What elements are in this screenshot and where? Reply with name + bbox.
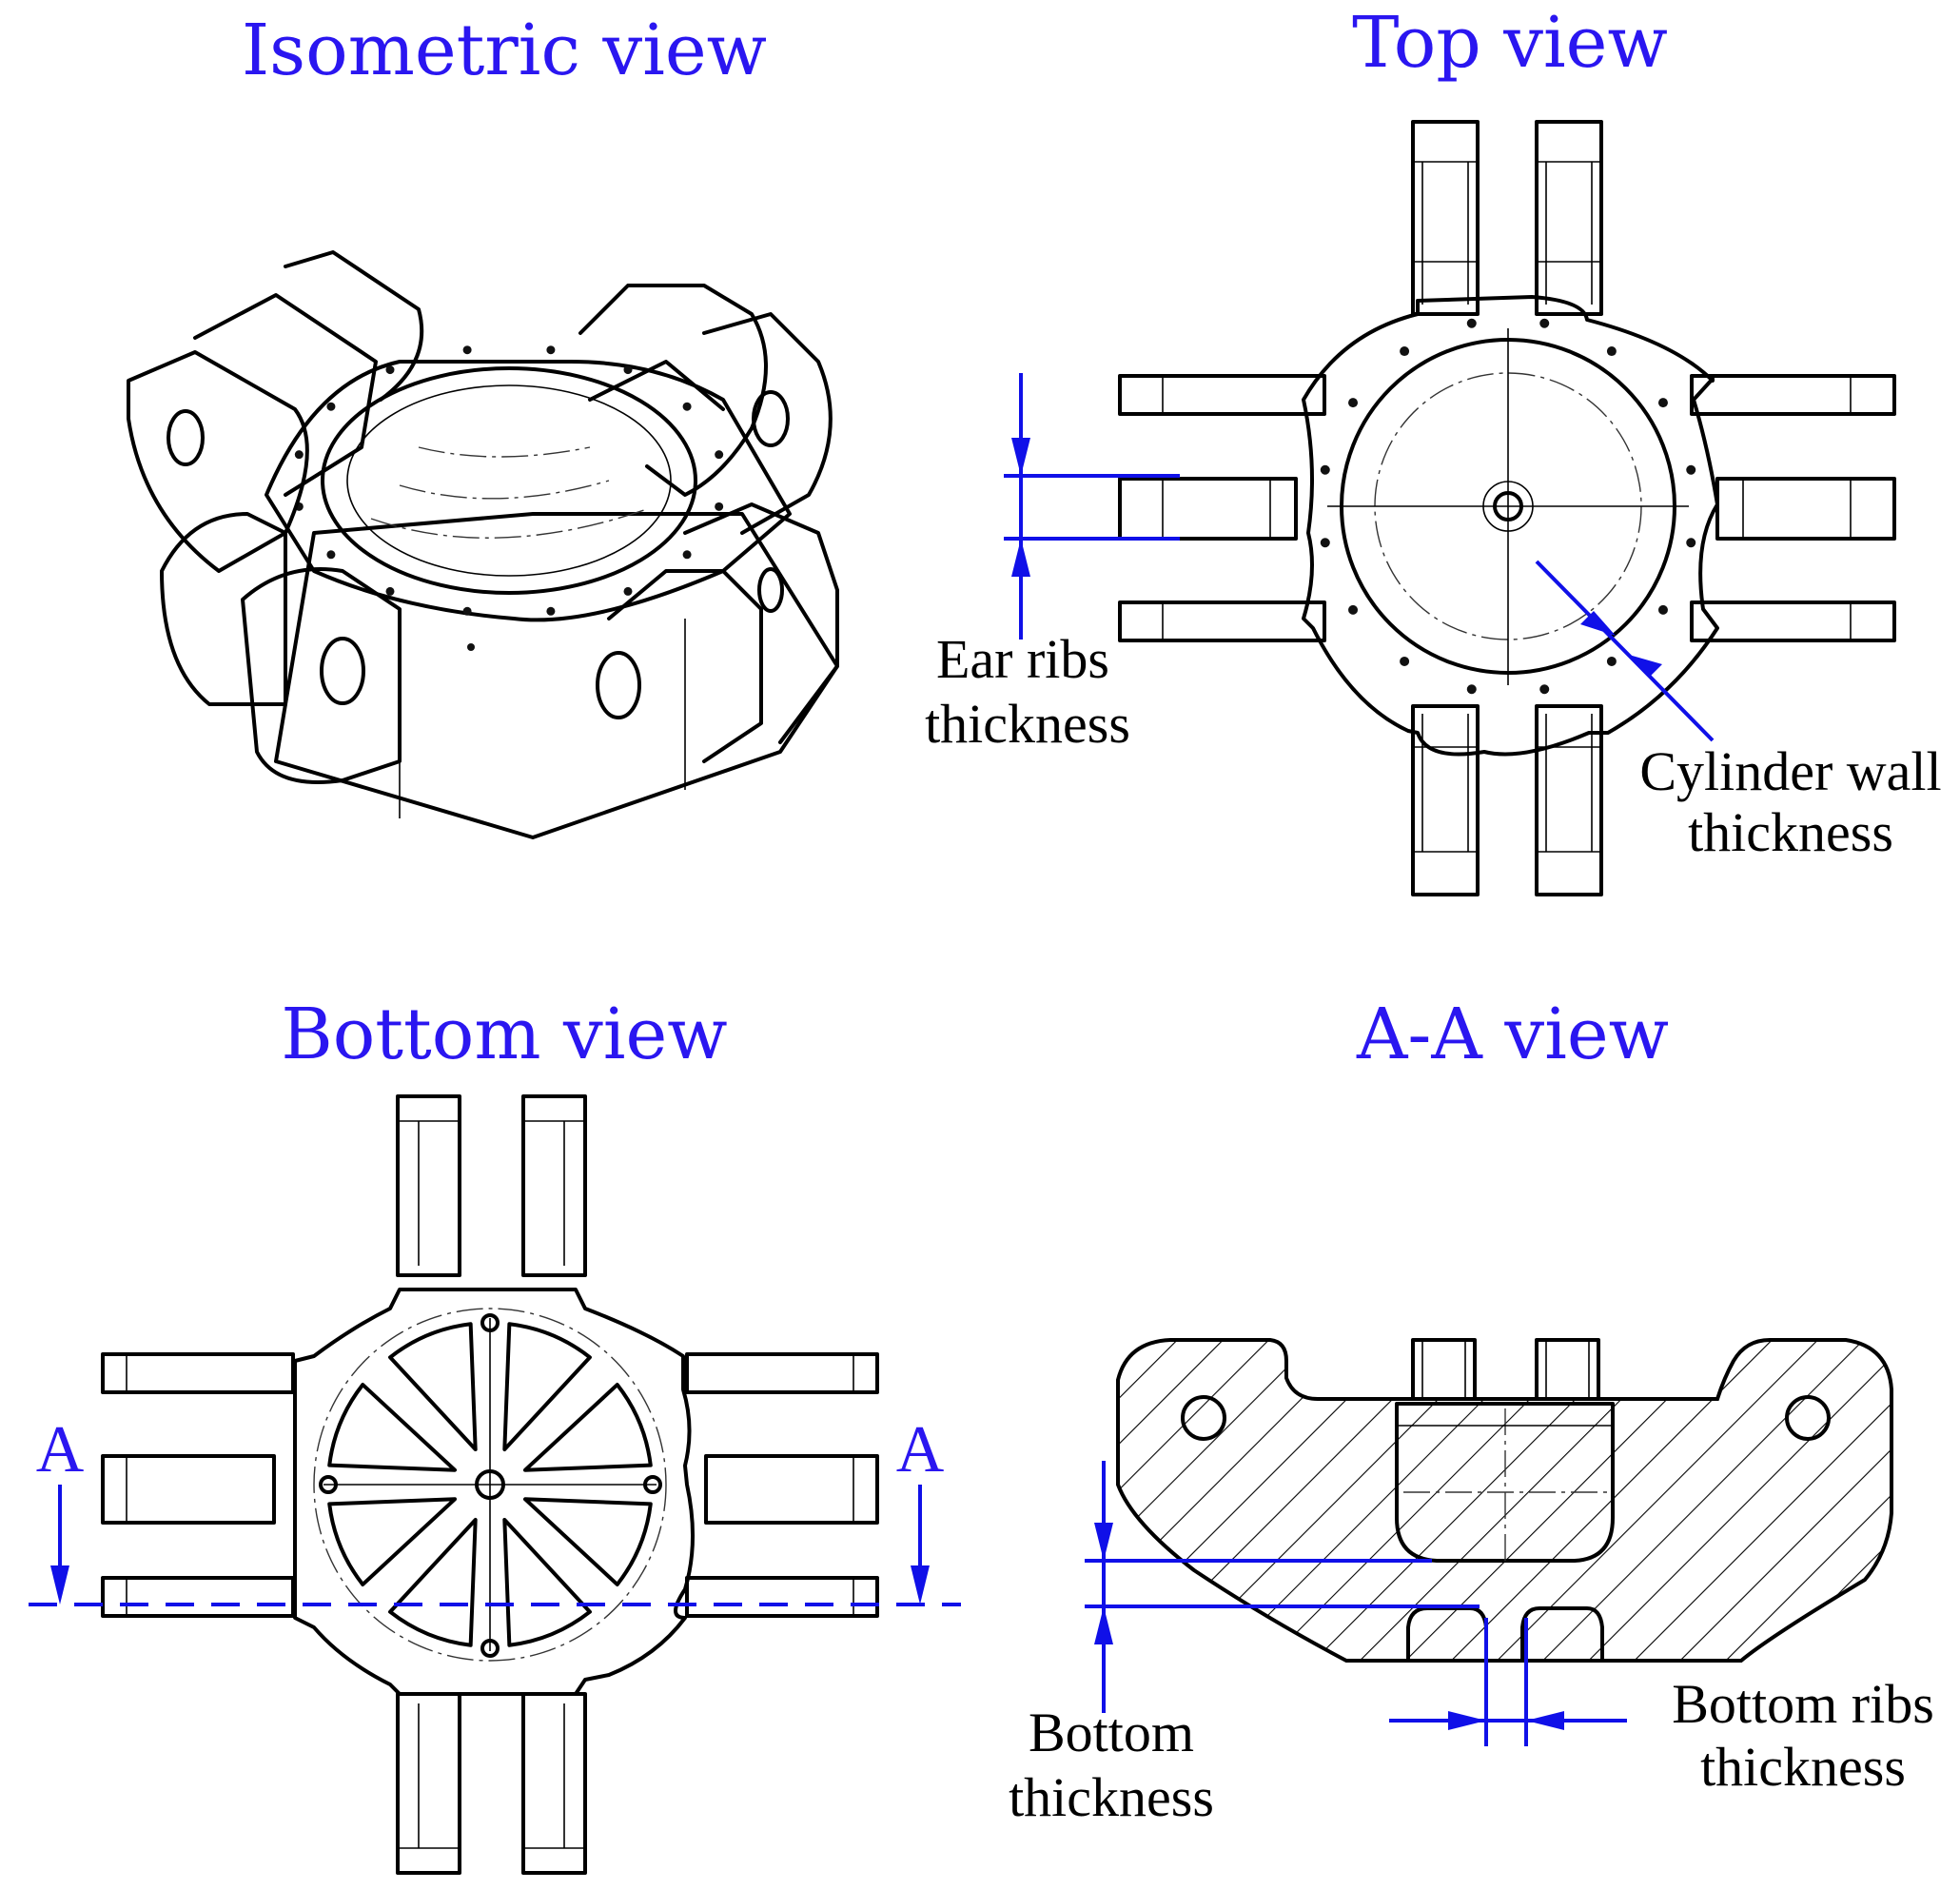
bolt-hole bbox=[1466, 318, 1477, 328]
bolt-hole bbox=[1539, 684, 1550, 695]
bottom-view-title: Bottom view bbox=[281, 994, 727, 1075]
flange-hole bbox=[682, 550, 692, 560]
bottom-pocket bbox=[522, 1497, 653, 1586]
bolt-hole bbox=[1539, 318, 1550, 328]
cylinder-wall-label-line2: thickness bbox=[1688, 801, 1893, 863]
ear-ribs-label-line2: thickness bbox=[925, 693, 1130, 755]
bottom-pocket bbox=[502, 1322, 592, 1452]
bottom-pocket bbox=[327, 1497, 458, 1586]
bolt-hole bbox=[1320, 464, 1330, 475]
bottom-pocket bbox=[502, 1517, 592, 1647]
top-view-title: Top view bbox=[1352, 2, 1668, 84]
isometric-view-title: Isometric view bbox=[242, 10, 767, 91]
flange-hole bbox=[682, 402, 692, 411]
flange-hole bbox=[385, 586, 395, 596]
flange-hole bbox=[462, 606, 472, 616]
bolt-hole bbox=[1466, 684, 1477, 695]
bottom-pocket bbox=[327, 1383, 458, 1472]
flange-hole bbox=[715, 502, 724, 511]
cylinder-wall-label-line1: Cylinder wall bbox=[1639, 740, 1941, 802]
bottom-pocket bbox=[388, 1322, 478, 1452]
bolt-hole bbox=[1686, 464, 1696, 475]
flange-hole bbox=[623, 365, 633, 375]
section-marker-left: A bbox=[36, 1413, 85, 1486]
bolt-hole bbox=[1657, 604, 1668, 615]
section-marker-right: A bbox=[896, 1413, 945, 1486]
bottom-ribs-label-line1: Bottom ribs bbox=[1672, 1673, 1934, 1735]
flange-hole bbox=[462, 345, 472, 355]
bolt-hole bbox=[1348, 604, 1359, 615]
bottom-pocket bbox=[388, 1517, 478, 1647]
bottom-pocket bbox=[522, 1383, 653, 1472]
flange-hole bbox=[546, 345, 556, 355]
section-view-title: A-A view bbox=[1356, 994, 1669, 1075]
bolt-hole bbox=[1320, 538, 1330, 548]
bolt-hole bbox=[1400, 656, 1410, 666]
flange-hole bbox=[294, 450, 304, 460]
ear-ribs-label-line1: Ear ribs bbox=[936, 628, 1109, 690]
bottom-ribs-label-line2: thickness bbox=[1700, 1736, 1906, 1798]
bolt-hole bbox=[1657, 398, 1668, 408]
bolt-hole bbox=[1606, 656, 1617, 666]
flange-hole bbox=[326, 550, 336, 560]
flange-hole bbox=[715, 450, 724, 460]
bottom-view bbox=[29, 1094, 961, 1875]
flange-hole bbox=[385, 365, 395, 375]
isometric-view bbox=[127, 250, 839, 839]
bolt-hole bbox=[1606, 346, 1617, 357]
bolt-hole bbox=[1686, 538, 1696, 548]
section-view bbox=[1085, 1338, 1893, 1746]
flange-hole bbox=[326, 402, 336, 411]
flange-hole bbox=[623, 586, 633, 596]
bottom-thickness-label-line1: Bottom bbox=[1029, 1702, 1194, 1763]
bolt-hole bbox=[1400, 346, 1410, 357]
bottom-thickness-label-line2: thickness bbox=[1009, 1766, 1214, 1828]
top-view bbox=[1004, 120, 1896, 896]
flange-hole bbox=[546, 606, 556, 616]
bolt-hole bbox=[1348, 398, 1359, 408]
